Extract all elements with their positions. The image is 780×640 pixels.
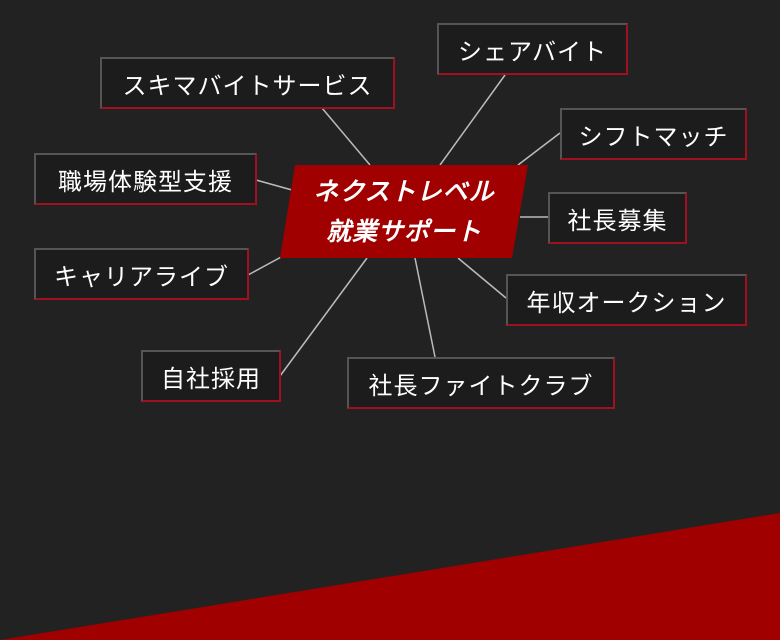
connector-line xyxy=(321,107,371,166)
node-president-fight-club: 社長ファイトクラブ xyxy=(347,357,615,409)
node-label: シェアバイト xyxy=(457,37,608,66)
connector-line xyxy=(414,257,436,358)
center-node: ネクストレベル 就業サポート xyxy=(280,165,528,258)
red-diagonal-band xyxy=(0,513,780,640)
node-label: 職場体験型支援 xyxy=(58,167,233,196)
node-salary-auction: 年収オークション xyxy=(506,274,747,326)
node-shift-match: シフトマッチ xyxy=(560,108,747,160)
node-label: 社長ファイトクラブ xyxy=(368,371,594,400)
node-label: 年収オークション xyxy=(526,288,727,317)
node-label: キャリアライブ xyxy=(54,262,229,291)
node-label: シフトマッチ xyxy=(578,122,729,151)
center-title-line1: ネクストレベル xyxy=(313,176,495,206)
node-share-baito: シェアバイト xyxy=(437,23,628,75)
node-sukima-baito: スキマバイトサービス xyxy=(100,57,395,109)
connector-line xyxy=(457,257,507,299)
node-label: スキマバイトサービス xyxy=(122,71,373,100)
node-in-house-hiring: 自社採用 xyxy=(141,350,281,402)
node-career-live: キャリアライブ xyxy=(34,248,249,300)
node-label: 自社採用 xyxy=(161,364,261,393)
connector-line xyxy=(255,179,293,191)
node-workplace-experience: 職場体験型支援 xyxy=(34,153,257,205)
connector-line xyxy=(247,255,284,276)
node-president-recruit: 社長募集 xyxy=(548,192,687,244)
node-label: 社長募集 xyxy=(567,206,668,235)
connector-line xyxy=(279,257,368,377)
connector-line xyxy=(517,132,561,166)
connector-lines xyxy=(247,74,561,377)
connector-line xyxy=(439,74,506,166)
center-parallelogram xyxy=(280,165,528,258)
center-title-line2: 就業サポート xyxy=(325,216,482,246)
